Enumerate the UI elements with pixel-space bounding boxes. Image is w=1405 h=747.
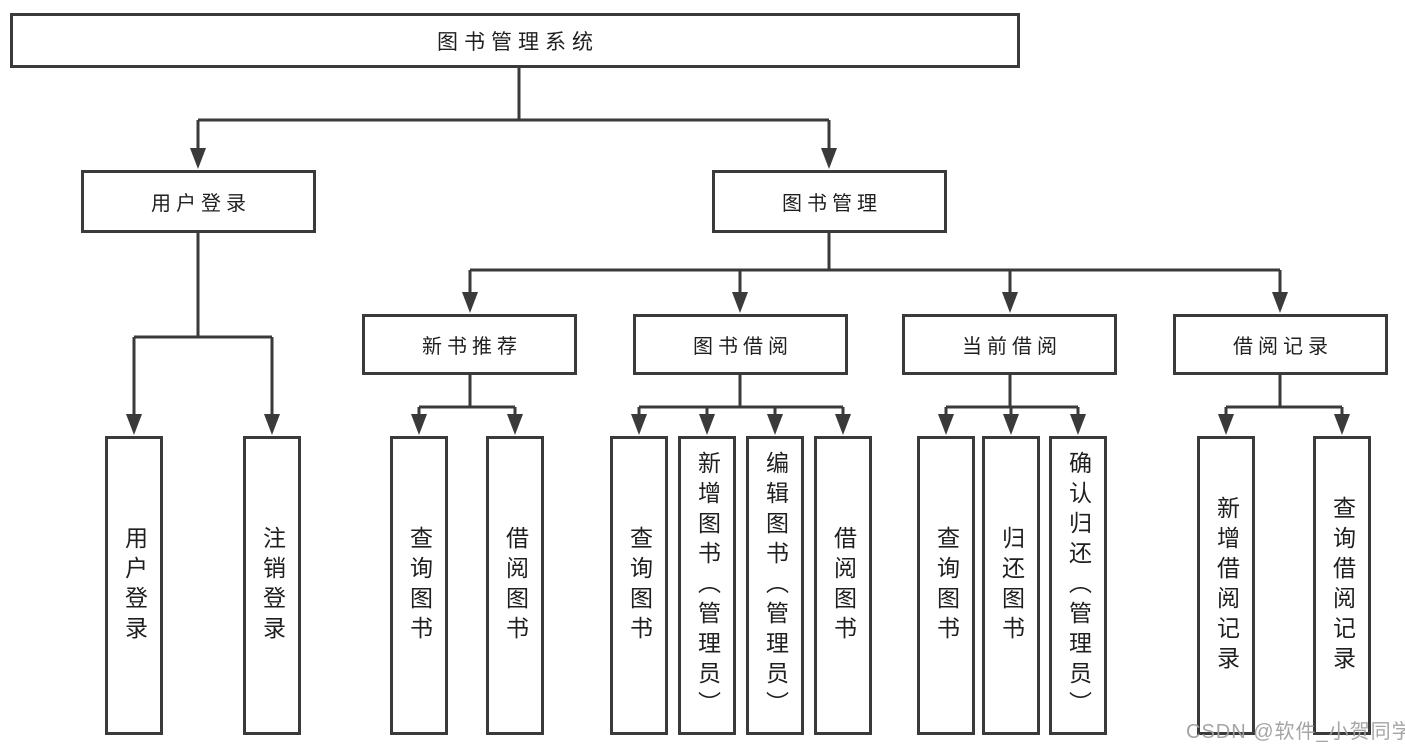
leaf-label: 查询借阅记录 [1329, 495, 1356, 676]
leaf-label: 归还图书 [998, 525, 1025, 646]
node-leaf-confirm-return-admin: 确认归还（管理员） [1049, 436, 1107, 735]
leaf-label: 新增借阅记录 [1213, 495, 1240, 676]
node-user-login: 用户登录 [81, 170, 316, 233]
leaf-label: 查询图书 [406, 525, 433, 646]
node-leaf-query-borrow-record: 查询借阅记录 [1313, 436, 1371, 735]
leaf-label: 借阅图书 [830, 525, 857, 646]
node-leaf-query-book-3: 查询图书 [917, 436, 975, 735]
arrowheads [126, 148, 1350, 435]
leaf-label: 查询图书 [933, 525, 960, 646]
leaf-label: 编辑图书（管理员） [762, 450, 789, 721]
node-current-borrow: 当前借阅 [902, 314, 1117, 375]
leaf-label: 借阅图书 [502, 525, 529, 646]
leaf-label: 确认归还（管理员） [1065, 450, 1092, 721]
node-leaf-borrow-book-2: 借阅图书 [814, 436, 872, 735]
node-leaf-borrow-book-1: 借阅图书 [486, 436, 544, 735]
node-leaf-query-book-1: 查询图书 [390, 436, 448, 735]
watermark: CSDN @软件_小贺同学 [1186, 721, 1405, 743]
node-book-management: 图书管理 [712, 170, 947, 233]
node-new-book-recommend: 新书推荐 [362, 314, 577, 375]
node-leaf-add-borrow-record: 新增借阅记录 [1197, 436, 1255, 735]
node-leaf-logout: 注销登录 [243, 436, 301, 735]
node-borrow-record: 借阅记录 [1173, 314, 1388, 375]
node-leaf-return-book: 归还图书 [982, 436, 1040, 735]
node-leaf-add-book-admin: 新增图书（管理员） [678, 436, 736, 735]
leaf-label: 新增图书（管理员） [694, 450, 721, 721]
leaf-label: 查询图书 [626, 525, 653, 646]
leaf-label: 用户登录 [121, 525, 148, 646]
node-book-borrow: 图书借阅 [633, 314, 848, 375]
leaf-label: 注销登录 [259, 525, 286, 646]
node-leaf-query-book-2: 查询图书 [610, 436, 668, 735]
node-leaf-edit-book-admin: 编辑图书（管理员） [746, 436, 804, 735]
node-leaf-user-login: 用户登录 [105, 436, 163, 735]
node-library-management-system: 图书管理系统 [10, 13, 1020, 68]
